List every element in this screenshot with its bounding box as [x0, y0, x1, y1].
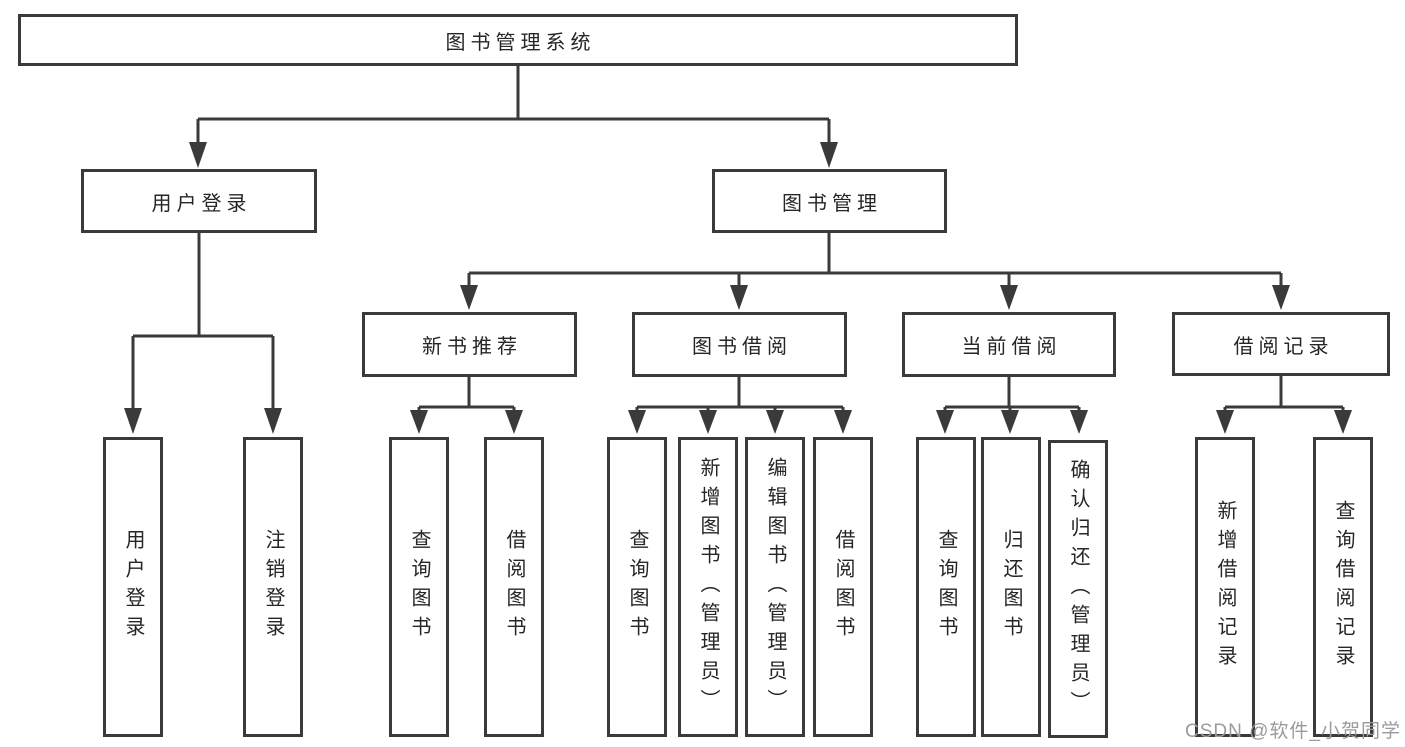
- csdn-watermark: CSDN @软件_小贺同学: [1185, 721, 1401, 742]
- node-borrowing-records: 借阅记录: [1172, 312, 1390, 376]
- leaf-query-books-borrowing: 查询图书: [607, 437, 667, 737]
- node-library-management-system: 图书管理系统: [18, 14, 1018, 66]
- leaf-borrow-books-recommend: 借阅图书: [484, 437, 544, 737]
- leaf-query-borrow-record: 查询借阅记录: [1313, 437, 1373, 737]
- leaf-query-books-recommend: 查询图书: [389, 437, 449, 737]
- node-book-borrowing: 图书借阅: [632, 312, 847, 377]
- leaf-edit-book-admin: 编辑图书（管理员）: [745, 437, 805, 737]
- leaf-query-books-current: 查询图书: [916, 437, 976, 737]
- node-user-login: 用户登录: [81, 169, 317, 233]
- connector-book-borrowing-to-leaves: [635, 377, 845, 412]
- leaf-add-book-admin: 新增图书（管理员）: [678, 437, 738, 737]
- node-new-book-recommend: 新书推荐: [362, 312, 577, 377]
- connector-new-book-to-leaves: [417, 377, 516, 412]
- node-current-borrowing: 当前借阅: [902, 312, 1116, 377]
- arrowheads: [124, 142, 1352, 434]
- connector-book-management-to-level3: [467, 233, 1283, 287]
- leaf-add-borrow-record: 新增借阅记录: [1195, 437, 1255, 737]
- connector-borrowing-records-to-leaves: [1223, 376, 1345, 412]
- leaf-borrow-books-borrowing: 借阅图书: [813, 437, 873, 737]
- leaf-confirm-return-admin: 确认归还（管理员）: [1048, 440, 1108, 738]
- node-book-management: 图书管理: [712, 169, 947, 233]
- leaf-logout: 注销登录: [243, 437, 303, 737]
- leaf-return-book: 归还图书: [981, 437, 1041, 737]
- leaf-user-login: 用户登录: [103, 437, 163, 737]
- connector-user-login-to-leaves: [131, 233, 275, 410]
- connector-root-to-level2: [196, 66, 831, 144]
- connector-current-borrowing-to-leaves: [943, 377, 1081, 412]
